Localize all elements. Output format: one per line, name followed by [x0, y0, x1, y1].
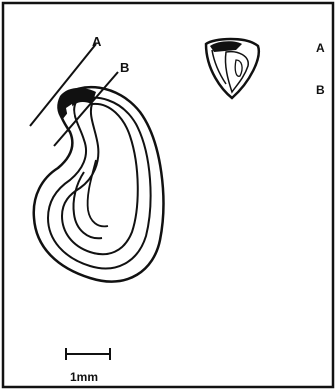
cross-section-inset-core [235, 60, 242, 76]
frame-border [3, 3, 333, 387]
cut-label-b: B [120, 60, 129, 75]
cut-label-a: A [92, 34, 102, 49]
kidney-central-curve-2 [88, 160, 108, 226]
cross-section-inset-left-wall [212, 50, 226, 84]
kidney-outer-contour [34, 87, 164, 281]
cross-section-inset-dark [210, 41, 242, 52]
scale-label: 1mm [70, 370, 98, 384]
legend-label-b: B [316, 83, 325, 97]
legend-label-a: A [316, 41, 325, 55]
kidney-inner-layer-2 [62, 104, 138, 254]
